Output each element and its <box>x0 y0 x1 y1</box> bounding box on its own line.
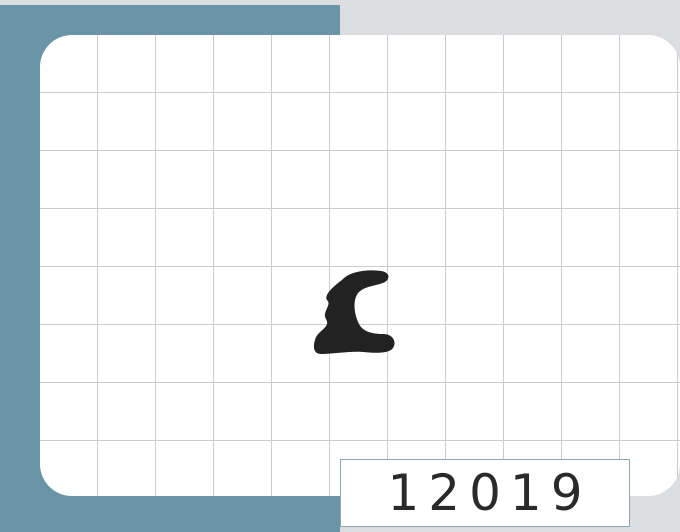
seal-profile-icon <box>313 270 395 354</box>
grid-drawing-area <box>40 35 680 496</box>
product-code: 12019 <box>387 464 592 522</box>
product-code-label: 12019 <box>340 459 630 527</box>
